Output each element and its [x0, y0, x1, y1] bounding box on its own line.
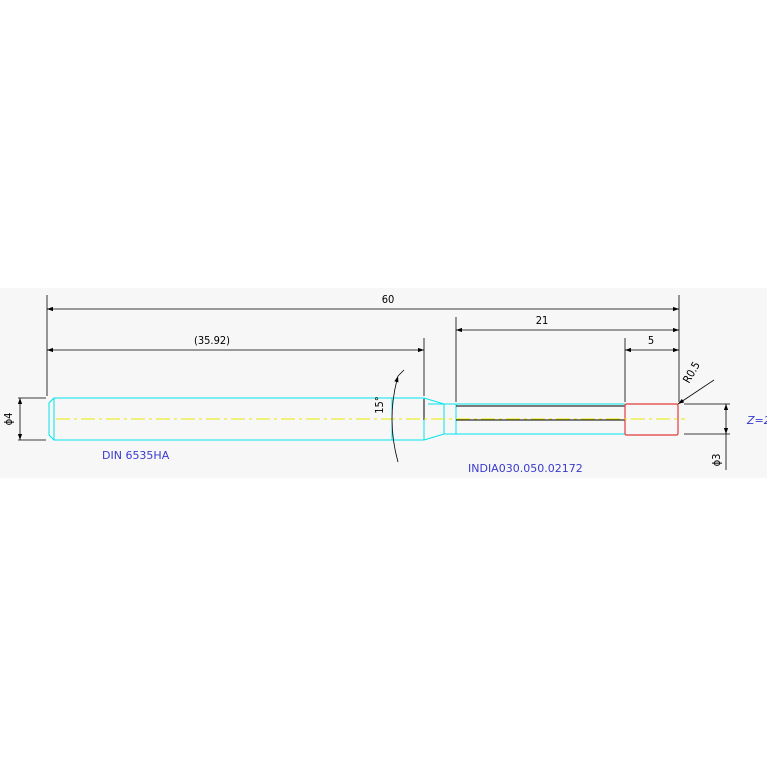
dim-5-text: 5 — [648, 334, 654, 347]
dim-15deg-text: 15° — [373, 396, 386, 414]
dim-r05-leader — [677, 379, 715, 405]
note-standard: DIN 6535HA — [102, 449, 170, 462]
extension-lines — [18, 295, 730, 441]
dim-phi4-text: ϕ4 — [2, 413, 15, 426]
dim-35-text: (35.92) — [194, 334, 230, 347]
note-part-number: INDIA030.050.02172 — [468, 462, 583, 475]
dim-21-text: 21 — [536, 314, 549, 327]
dim-60-text: 60 — [382, 293, 395, 306]
dim-15deg-arc — [391, 375, 399, 463]
dim-15deg-ext — [397, 369, 405, 377]
neck-relief — [423, 399, 625, 421]
note-flutes: Z=2 — [746, 414, 767, 427]
drawing-band — [0, 288, 767, 478]
dim-phi3-text: ϕ3 — [710, 454, 723, 467]
dimension-lines — [17, 306, 729, 470]
